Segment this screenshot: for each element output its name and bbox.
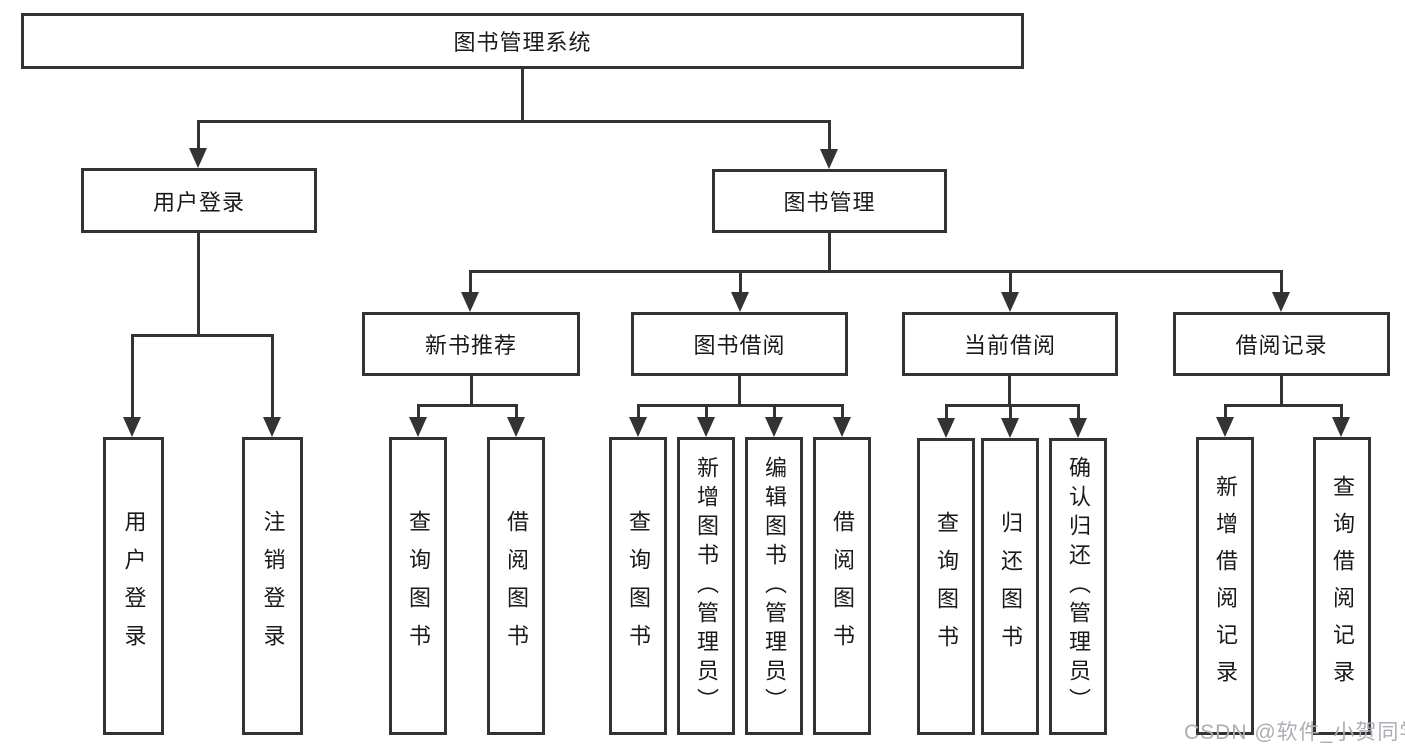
node-leaf-query-books: 查询图书 bbox=[609, 437, 667, 735]
node-label: 借阅记录 bbox=[1235, 333, 1328, 358]
node-label: 编辑图书（管理员） bbox=[762, 455, 787, 717]
connector-line bbox=[1224, 404, 1227, 419]
connector-line bbox=[945, 404, 948, 420]
node-label: 借阅图书 bbox=[830, 510, 855, 662]
node-leaf-add-books-admin: 新增图书（管理员） bbox=[677, 437, 735, 735]
connector-line bbox=[637, 404, 844, 407]
node-leaf-query-books: 查询图书 bbox=[389, 437, 447, 735]
connector-line bbox=[1280, 270, 1283, 294]
node-label: 图书借阅 bbox=[693, 333, 786, 358]
arrow-down-icon bbox=[629, 417, 647, 437]
node-new-book-recommend: 新书推荐 bbox=[362, 312, 580, 376]
connector-line bbox=[131, 334, 274, 337]
connector-line bbox=[841, 404, 844, 419]
connector-line bbox=[945, 404, 1080, 407]
node-label: 查询图书 bbox=[406, 510, 431, 662]
node-leaf-edit-books-admin: 编辑图书（管理员） bbox=[745, 437, 803, 735]
arrow-down-icon bbox=[507, 417, 525, 437]
connector-line bbox=[470, 376, 473, 407]
node-label: 借阅图书 bbox=[504, 510, 529, 662]
node-label: 查询借阅记录 bbox=[1330, 475, 1355, 697]
node-label: 归还图书 bbox=[998, 510, 1023, 663]
node-borrowing-records: 借阅记录 bbox=[1173, 312, 1390, 376]
connector-line bbox=[1009, 270, 1012, 294]
node-label: 查询图书 bbox=[626, 510, 651, 662]
node-leaf-borrow-books: 借阅图书 bbox=[813, 437, 871, 735]
node-label: 查询图书 bbox=[934, 510, 959, 663]
node-label: 用户登录 bbox=[121, 510, 147, 662]
connector-line bbox=[828, 233, 831, 273]
connector-line bbox=[739, 270, 742, 294]
node-book-management: 图书管理 bbox=[712, 169, 947, 233]
node-leaf-add-borrow-record: 新增借阅记录 bbox=[1196, 437, 1254, 735]
connector-line bbox=[1340, 404, 1343, 419]
arrow-down-icon bbox=[937, 418, 955, 438]
connector-line bbox=[1224, 404, 1343, 407]
connector-line bbox=[131, 334, 134, 418]
arrow-down-icon bbox=[189, 148, 207, 168]
node-label: 确认归还（管理员） bbox=[1066, 456, 1091, 717]
arrow-down-icon bbox=[833, 417, 851, 437]
connector-line bbox=[417, 404, 420, 419]
connector-line bbox=[469, 270, 1283, 273]
connector-line bbox=[705, 404, 708, 419]
arrow-down-icon bbox=[1001, 292, 1019, 312]
connector-line bbox=[515, 404, 518, 419]
node-root-system: 图书管理系统 bbox=[21, 13, 1024, 69]
node-current-borrowing: 当前借阅 bbox=[902, 312, 1118, 376]
node-label: 新书推荐 bbox=[424, 333, 517, 358]
connector-line bbox=[738, 376, 741, 407]
node-label: 新增图书（管理员） bbox=[694, 455, 719, 717]
connector-line bbox=[773, 404, 776, 419]
connector-line bbox=[828, 120, 831, 152]
connector-line bbox=[1280, 376, 1283, 407]
node-label: 图书管理 bbox=[783, 190, 876, 215]
arrow-down-icon bbox=[263, 417, 281, 437]
node-leaf-query-books: 查询图书 bbox=[917, 438, 975, 735]
arrow-down-icon bbox=[1216, 417, 1234, 437]
connector-line bbox=[271, 334, 274, 418]
connector-line bbox=[469, 270, 472, 294]
node-leaf-user-login: 用户登录 bbox=[103, 437, 164, 735]
node-label: 用户登录 bbox=[152, 189, 245, 215]
arrow-down-icon bbox=[1001, 418, 1019, 438]
node-leaf-return-books: 归还图书 bbox=[981, 438, 1039, 735]
node-user-login: 用户登录 bbox=[81, 168, 317, 233]
node-leaf-borrow-books: 借阅图书 bbox=[487, 437, 545, 735]
node-label: 注销登录 bbox=[260, 510, 286, 662]
node-leaf-logout: 注销登录 bbox=[242, 437, 303, 735]
node-leaf-query-borrow-record: 查询借阅记录 bbox=[1313, 437, 1371, 735]
connector-line bbox=[197, 120, 200, 152]
connector-line bbox=[1008, 376, 1011, 407]
arrow-down-icon bbox=[1069, 418, 1087, 438]
node-leaf-confirm-return-admin: 确认归还（管理员） bbox=[1049, 438, 1107, 735]
node-label: 新增借阅记录 bbox=[1213, 475, 1238, 697]
arrow-down-icon bbox=[765, 417, 783, 437]
connector-line bbox=[521, 69, 524, 122]
node-root-label: 图书管理系统 bbox=[453, 30, 592, 55]
connector-line bbox=[1009, 404, 1012, 420]
arrow-down-icon bbox=[697, 417, 715, 437]
arrow-down-icon bbox=[820, 149, 838, 169]
arrow-down-icon bbox=[1272, 292, 1290, 312]
connector-line bbox=[637, 404, 640, 419]
arrow-down-icon bbox=[461, 292, 479, 312]
connector-line bbox=[197, 120, 831, 123]
arrow-down-icon bbox=[123, 417, 141, 437]
arrow-down-icon bbox=[731, 292, 749, 312]
connector-line bbox=[1077, 404, 1080, 420]
arrow-down-icon bbox=[1332, 417, 1350, 437]
node-label: 当前借阅 bbox=[963, 333, 1056, 358]
connector-line bbox=[417, 404, 518, 407]
csdn-watermark: CSDN @软件_小贺同学 bbox=[1184, 721, 1405, 744]
node-book-borrowing: 图书借阅 bbox=[631, 312, 848, 376]
arrow-down-icon bbox=[409, 417, 427, 437]
connector-line bbox=[197, 233, 200, 337]
